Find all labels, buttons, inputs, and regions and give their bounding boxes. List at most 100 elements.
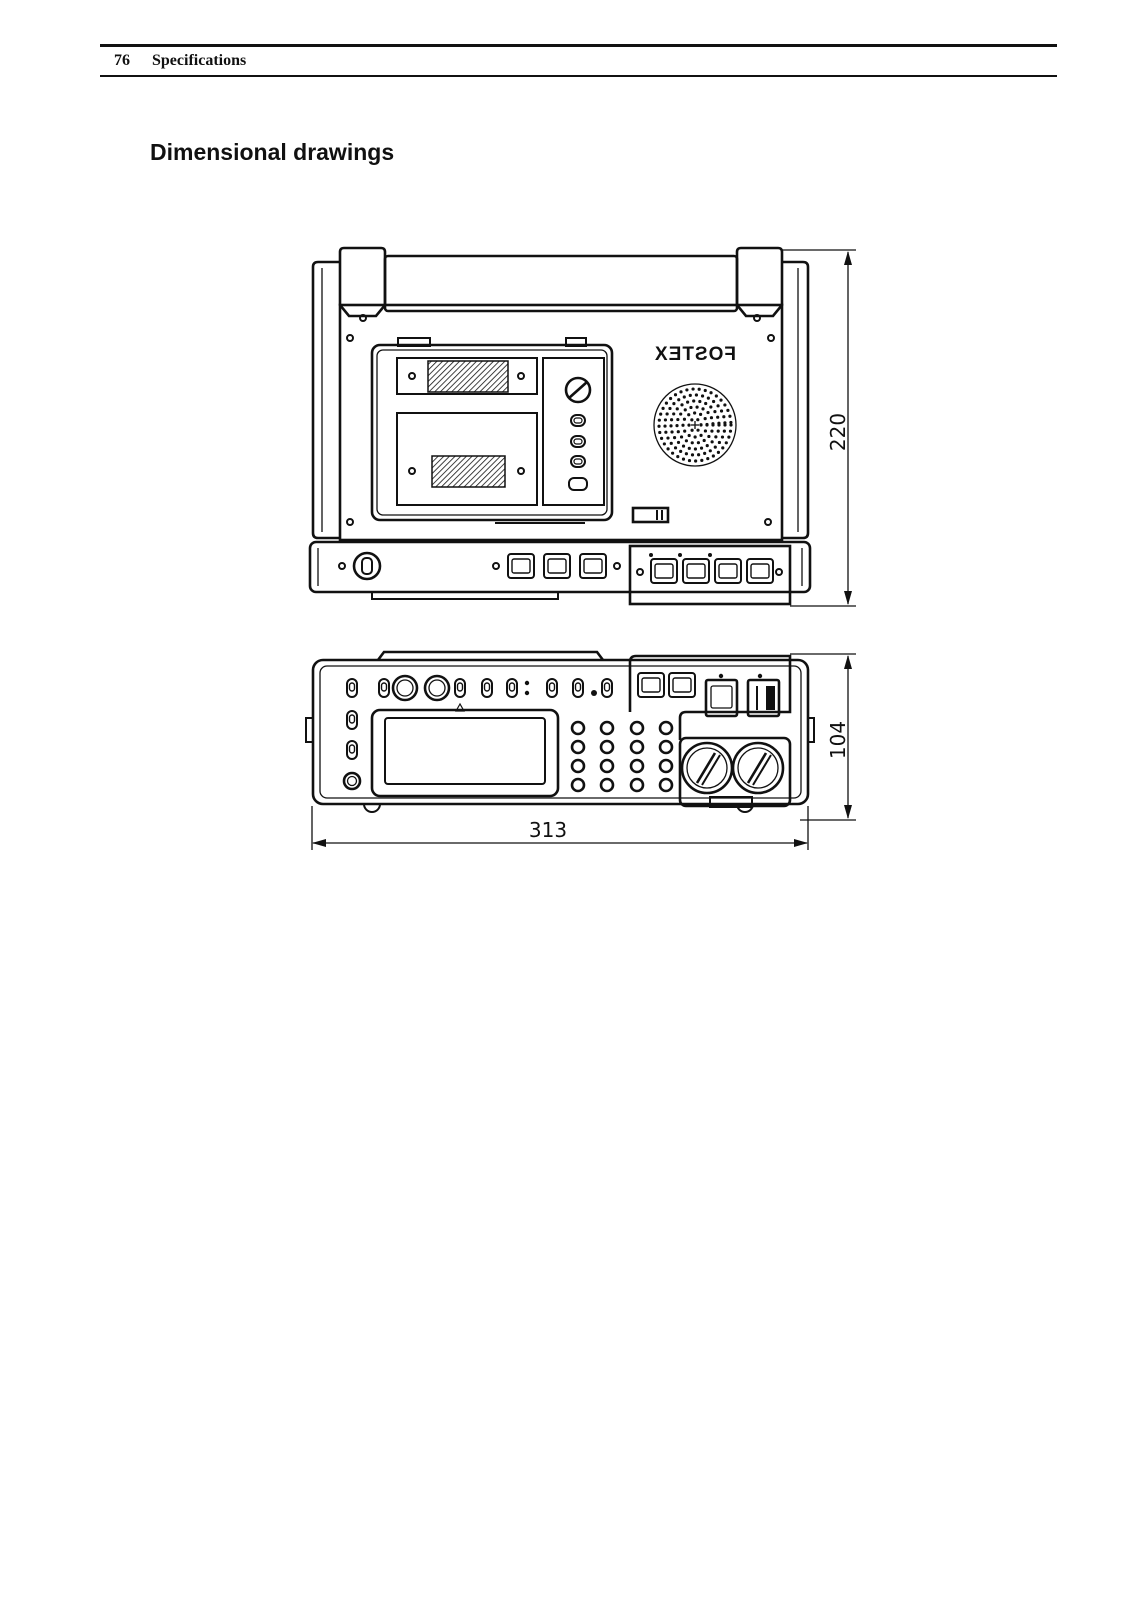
left-control-column <box>344 711 360 789</box>
button-grid <box>572 722 672 791</box>
power-knob-grip <box>362 558 372 574</box>
level-knob-inner <box>429 680 445 696</box>
slide-switch <box>633 508 668 522</box>
screw <box>347 335 353 341</box>
speaker-grille <box>654 384 736 466</box>
base-screw <box>339 563 345 569</box>
grid-button <box>572 760 584 772</box>
top-view: 104 313 <box>306 652 856 850</box>
screw <box>765 519 771 525</box>
dimension-width: 313 <box>312 806 808 850</box>
lcd-screen <box>385 718 545 784</box>
connector-jack <box>508 554 534 578</box>
handle-grip <box>385 256 737 311</box>
dial-module <box>680 738 790 807</box>
screw <box>347 519 353 525</box>
grid-button <box>631 741 643 753</box>
base-housing <box>310 542 810 592</box>
grid-button <box>631 722 643 734</box>
module-indicator <box>708 553 712 557</box>
dimension-label-313: 313 <box>529 818 567 842</box>
grid-button <box>601 760 613 772</box>
toggle-switch <box>547 679 557 697</box>
level-knob-inner <box>397 680 413 696</box>
power-knob <box>354 553 380 579</box>
screw <box>754 315 760 321</box>
lower-window-hatch <box>432 456 505 487</box>
toggle-switch <box>573 679 583 697</box>
module-indicator <box>678 553 682 557</box>
module-button <box>669 673 695 697</box>
toggle-switch <box>379 679 389 697</box>
module-jack <box>715 559 741 583</box>
top-right-module <box>630 656 790 740</box>
grid-button <box>601 722 613 734</box>
cassette-compartment <box>372 338 612 523</box>
module-block-inner <box>711 686 732 708</box>
window-screw <box>409 468 415 474</box>
arrow-head <box>844 251 852 265</box>
module-block-inner <box>766 686 775 710</box>
window-screw <box>518 468 524 474</box>
front-view: FOSTEX <box>310 248 856 606</box>
screw <box>768 335 774 341</box>
dimensional-drawing: FOSTEX <box>0 0 1131 900</box>
top-housing <box>313 660 808 804</box>
grid-button <box>660 779 672 791</box>
upper-window-hatch <box>428 361 508 392</box>
grid-button <box>660 722 672 734</box>
indicator-dot <box>525 691 529 695</box>
base-screw <box>493 563 499 569</box>
window-screw <box>409 373 415 379</box>
module-screw <box>637 569 643 575</box>
left-bracket <box>313 262 340 538</box>
right-bracket <box>782 262 808 538</box>
module-jack <box>651 559 677 583</box>
toggle-switch <box>602 679 612 697</box>
toggle-switch <box>347 679 357 697</box>
module-screw <box>776 569 782 575</box>
transport-button <box>571 456 585 467</box>
grid-button <box>631 760 643 772</box>
module-indicator <box>649 553 653 557</box>
dimension-front-height: 220 <box>782 250 856 606</box>
module-indicator <box>758 674 762 678</box>
grid-button <box>660 741 672 753</box>
indicator-dot <box>525 681 529 685</box>
top-control-row <box>347 676 612 700</box>
headphone-jack <box>344 773 360 789</box>
toggle-switch <box>347 741 357 759</box>
grid-button <box>572 722 584 734</box>
grid-button <box>601 779 613 791</box>
brand-logo: FOSTEX <box>654 344 736 365</box>
window-screw <box>518 373 524 379</box>
arrow-head <box>844 591 852 605</box>
toggle-switch <box>482 679 492 697</box>
connector-jack <box>580 554 606 578</box>
transport-button <box>571 436 585 447</box>
headphone-jack-inner <box>348 777 357 786</box>
module-jack <box>683 559 709 583</box>
module-button <box>638 673 664 697</box>
base-connector-panel <box>310 542 810 604</box>
grid-button <box>631 779 643 791</box>
dimension-label-220: 220 <box>826 413 850 451</box>
side-nub-right <box>808 718 814 742</box>
transport-button <box>571 415 585 426</box>
screw <box>360 315 366 321</box>
dimension-label-104: 104 <box>826 721 850 759</box>
lcd-display <box>372 704 558 796</box>
module-jack <box>747 559 773 583</box>
module-indicator <box>719 674 723 678</box>
connector-jack <box>544 554 570 578</box>
indicator-dot <box>591 690 597 696</box>
toggle-switch <box>455 679 465 697</box>
arrow-head <box>844 805 852 819</box>
toggle-switch <box>347 711 357 729</box>
side-brackets <box>313 262 808 538</box>
grid-button <box>601 741 613 753</box>
grid-button <box>660 760 672 772</box>
grid-button <box>572 779 584 791</box>
grid-button <box>572 741 584 753</box>
transport-knob-mark <box>569 382 587 398</box>
